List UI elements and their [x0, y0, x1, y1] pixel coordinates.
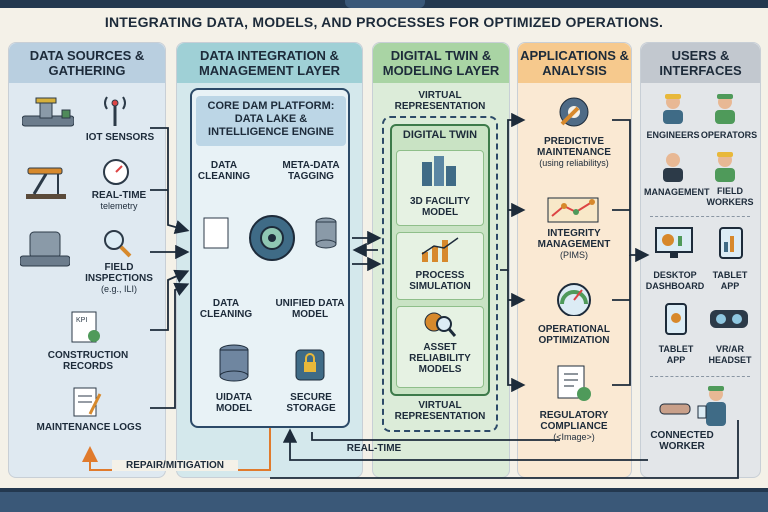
twin-reliability-label: ASSET RELIABILITY MODELS — [409, 342, 471, 375]
column-header-integration: DATA INTEGRATION & MANAGEMENT LAYER — [177, 43, 362, 83]
connected-worker-icon — [659, 386, 726, 426]
page-subtitle: INTEGRATING DATA, MODELS, AND PROCESSES … — [104, 14, 664, 30]
source-inspections-title: FIELD INSPECTIONS — [85, 262, 153, 284]
source-inspections-sub: (e.g., ILI) — [100, 284, 137, 294]
user-engineers-label: ENGINEERS — [646, 130, 700, 140]
twin-virtual-rep-bottom: VIRTUAL REPRESENTATION — [394, 400, 486, 422]
user-operators-label: OPERATORS — [700, 130, 758, 140]
pipeline-valve-icon — [22, 97, 74, 127]
platform-secure-storage: SECURE STORAGE — [286, 392, 336, 414]
kpi-document-icon: KPI — [71, 311, 100, 343]
engine-gear-cluster — [203, 215, 337, 261]
wrench-gear-icon — [559, 97, 589, 127]
user-desktop-dashboard-label: DESKTOP DASHBOARD — [645, 270, 705, 291]
real-time-label: REAL-TIME — [346, 443, 402, 454]
app-compliance-sub: (<Image>) — [553, 432, 595, 442]
lock-shield-icon — [295, 349, 325, 381]
twin-card-facility — [396, 150, 484, 226]
users-divider-1 — [650, 216, 750, 217]
app-integrity-label: INTEGRITY MANAGEMENT (PIMS) — [524, 228, 624, 261]
desktop-monitor-icon — [655, 227, 693, 258]
bottom-banner — [0, 488, 768, 512]
users-divider-2 — [650, 376, 750, 377]
app-integrity-title: INTEGRITY MANAGEMENT — [537, 228, 611, 250]
source-iot-label: IOT SENSORS — [85, 132, 155, 143]
bar-chart-icon — [421, 237, 459, 262]
user-vr-headset-label: VR/AR HEADSET — [708, 344, 752, 365]
tablet-icon-2 — [665, 303, 687, 335]
twin-card-process — [396, 232, 484, 300]
user-tablet-app-label-2: TABLET APP — [658, 344, 694, 365]
source-realtime-label: REAL-TIME telemetry — [74, 190, 164, 212]
app-predictive-label: PREDICTIVE MAINTENANCE (using reliabilit… — [524, 136, 624, 169]
antenna-sensor-icon — [104, 96, 126, 126]
manager-avatar-icon — [663, 153, 683, 182]
app-compliance-label: REGULATORY COMPLIANCE (<Image>) — [524, 410, 624, 443]
column-header-users: USERS & INTERFACES — [641, 43, 760, 83]
data-stack-icon — [219, 344, 249, 382]
magnifier-icon — [104, 230, 132, 258]
operator-avatar-icon — [715, 94, 735, 124]
column-header-apps: APPLICATIONS & ANALYSIS — [518, 43, 631, 83]
document-icon — [203, 217, 229, 249]
source-realtime-sub: telemetry — [100, 201, 138, 211]
source-realtime-title: REAL-TIME — [91, 190, 147, 201]
engineer-avatar-icon — [663, 94, 683, 124]
platform-data-cleaning-bottom: DATA CLEANING — [199, 298, 253, 320]
twin-facility-label: 3D FACILITY MODEL — [409, 196, 470, 218]
platform-title: CORE DAM PLATFORM: DATA LAKE & INTELLIGE… — [196, 96, 346, 146]
gear-magnifier-icon — [424, 312, 456, 337]
app-optimization-label: OPERATIONAL OPTIMIZATION — [537, 324, 611, 346]
platform-metadata-tagging: META-DATA TAGGING — [282, 160, 340, 182]
gear-icon — [249, 215, 295, 261]
app-integrity-sub: (PIMS) — [560, 250, 588, 260]
source-inspections-label: FIELD INSPECTIONS (e.g., ILI) — [74, 262, 164, 295]
pumpjack-icon — [26, 167, 66, 199]
repair-mitigation-label: REPAIR/MITIGATION — [112, 460, 238, 471]
platform-data-cleaning-top: DATA CLEANING — [197, 160, 251, 182]
column-users: USERS & INTERFACES — [640, 42, 761, 478]
clipboard-pen-icon — [73, 387, 102, 417]
source-construction-label: CONSTRUCTION RECORDS — [47, 350, 129, 372]
platform-uidata-model: UIDATA MODEL — [215, 392, 253, 414]
svg-text:KPI: KPI — [76, 317, 87, 324]
bottom-banner-shade — [0, 488, 768, 492]
column-header-twin: DIGITAL TWIN & MODELING LAYER — [373, 43, 509, 83]
app-predictive-sub: (using reliabilitys) — [539, 158, 609, 168]
map-pins-icon — [547, 197, 599, 223]
virtual-representation-boundary — [382, 116, 498, 432]
database-icon — [315, 217, 337, 249]
platform-unified-model: UNIFIED DATA MODEL — [275, 298, 345, 320]
storage-tank-icon — [20, 231, 70, 267]
column-header-sources: DATA SOURCES & GATHERING — [9, 43, 165, 83]
vr-headset-icon — [710, 310, 748, 328]
speed-gauge-icon — [557, 283, 591, 316]
user-management-label: MANAGEMENT — [644, 187, 710, 197]
twin-virtual-rep-top: VIRTUAL REPRESENTATION — [394, 90, 486, 112]
field-worker-avatar-icon — [715, 152, 735, 182]
user-field-workers-label: FIELD WORKERS — [706, 186, 754, 207]
checklist-icon — [557, 365, 591, 401]
app-predictive-title: PREDICTIVE MAINTENANCE — [537, 136, 611, 158]
source-maintenance-label: MAINTENANCE LOGS — [36, 422, 142, 433]
banner-tab — [345, 0, 425, 8]
tablet-icon — [719, 227, 743, 259]
app-compliance-title: REGULATORY COMPLIANCE — [539, 410, 609, 432]
top-banner — [0, 0, 768, 8]
twin-title: DIGITAL TWIN — [402, 129, 478, 141]
gauge-clock-icon — [103, 159, 129, 185]
user-tablet-app-label-1: TABLET APP — [712, 270, 748, 291]
buildings-icon — [422, 156, 456, 186]
twin-process-label: PROCESS SIMULATION — [409, 270, 471, 292]
user-connected-worker-label: CONNECTED WORKER — [650, 430, 714, 452]
